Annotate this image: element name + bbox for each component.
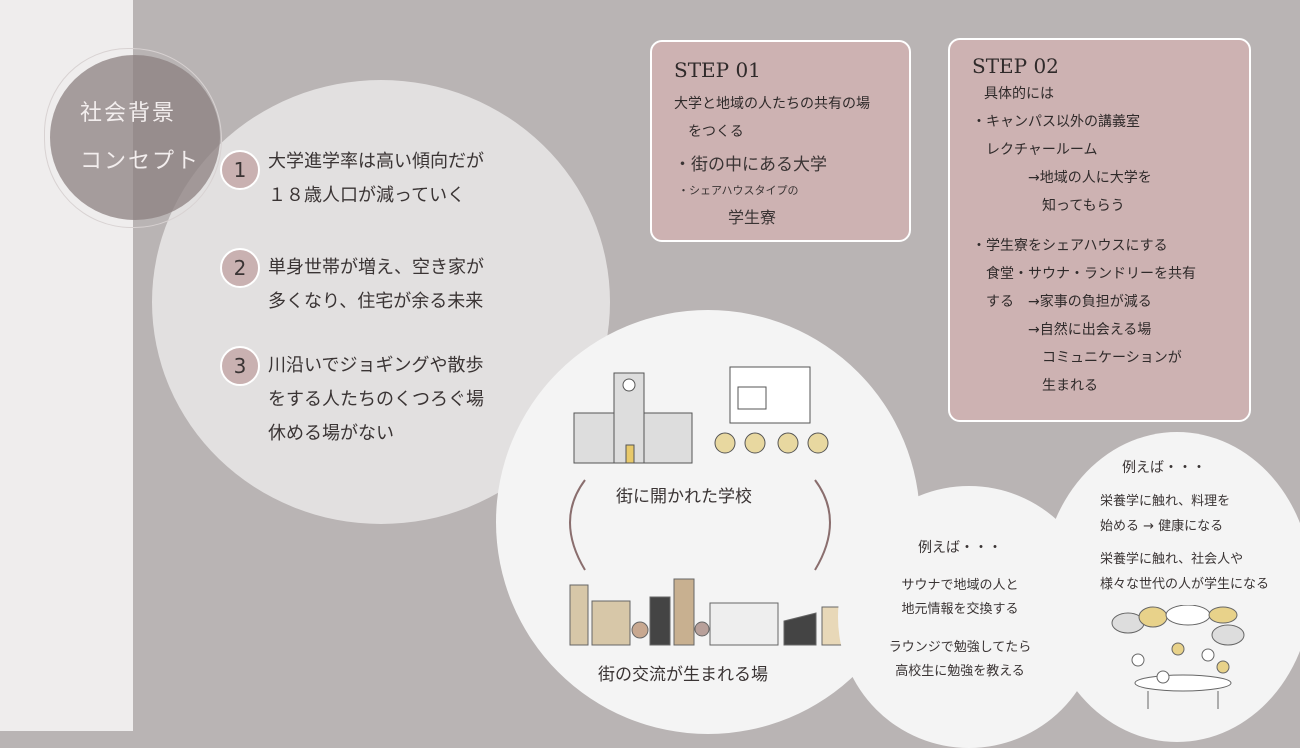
point-line: 川沿いでジョギングや散歩	[268, 355, 484, 376]
title-ring	[44, 48, 222, 228]
point-number: 1	[220, 150, 260, 190]
step01-line: 学生寮	[728, 208, 777, 227]
point-line: 大学進学率は高い傾向だが	[268, 151, 484, 172]
step01-line: ・街の中にある大学	[674, 155, 827, 175]
step01-line: をつくる	[688, 124, 744, 140]
point-number: 2	[220, 248, 260, 288]
step02-line: 食堂・サウナ・ランドリーを共有	[972, 266, 1196, 282]
point-text: 単身世帯が増え、空き家が多くなり、住宅が余る未来	[268, 251, 484, 319]
example2-line: 様々な世代の人が学生になる	[1100, 577, 1270, 592]
step02-line: 生まれる	[972, 378, 1098, 394]
step02-line: →地域の人に大学を	[972, 170, 1152, 186]
arrow-right-icon	[814, 479, 831, 571]
point-line: 休める場がない	[268, 423, 394, 444]
step01-card: STEP 01 大学と地域の人たちの共有の場 をつくる ・街の中にある大学 ・シ…	[650, 40, 911, 242]
center-top-caption: 街に開かれた学校	[616, 487, 752, 507]
step02-line: →自然に出会える場	[972, 322, 1152, 338]
example1-line: 地元情報を交換する	[901, 602, 1019, 617]
point-number: 3	[220, 346, 260, 386]
example2-line: 栄養学に触れ、社会人や	[1100, 552, 1244, 567]
example1: 例えば・・・ サウナで地域の人と 地元情報を交換する ラウンジで勉強してたら 高…	[880, 536, 1040, 684]
step02-line: レクチャールーム	[972, 142, 1098, 158]
point-line: をする人たちのくつろぐ場	[268, 389, 484, 410]
example1-heading: 例えば・・・	[918, 540, 1002, 556]
step02-line: 具体的には	[984, 86, 1054, 102]
point-text: 川沿いでジョギングや散歩をする人たちのくつろぐ場休める場がない	[268, 349, 484, 451]
example1-line: 高校生に勉強を教える	[895, 664, 1025, 679]
point-line: １８歳人口が減っていく	[268, 185, 466, 206]
step02-card: STEP 02 具体的には・キャンパス以外の講義室 レクチャールーム →地域の人…	[948, 38, 1251, 422]
step02-line: する →家事の負担が減る	[972, 294, 1152, 310]
step01-line: ・シェアハウスタイプの	[678, 184, 799, 197]
arrow-left-icon	[569, 479, 586, 571]
people-talking-icon	[1111, 605, 1245, 709]
point-text: 大学進学率は高い傾向だが １８歳人口が減っていく	[268, 145, 484, 213]
center-bottom-caption: 街の交流が生まれる場	[598, 665, 768, 685]
example1-line: ラウンジで勉強してたら	[888, 640, 1032, 655]
title-line2: コンセプト	[80, 149, 201, 174]
step01-line: 大学と地域の人たちの共有の場	[674, 96, 870, 112]
point-line: 多くなり、住宅が余る未来	[268, 291, 484, 312]
step01-title: STEP 01	[674, 58, 761, 82]
step02-line: ・キャンパス以外の講義室	[972, 114, 1140, 130]
step02-title: STEP 02	[972, 54, 1059, 78]
step02-line: ・学生寮をシェアハウスにする	[972, 238, 1168, 254]
example2-line: 栄養学に触れ、料理を	[1100, 494, 1231, 509]
example1-line: サウナで地域の人と	[901, 578, 1019, 593]
point-line: 単身世帯が増え、空き家が	[268, 257, 484, 278]
step02-lines: 具体的には・キャンパス以外の講義室 レクチャールーム →地域の人に大学を 知って…	[972, 80, 1196, 400]
lecture-icon	[714, 366, 829, 454]
town-buildings-icon	[569, 578, 849, 646]
example2: 例えば・・・ 栄養学に触れ、料理を 始める → 健康になる 栄養学に触れ、社会人…	[1100, 456, 1269, 597]
step02-line: 知ってもらう	[972, 198, 1125, 214]
school-building-icon	[573, 372, 693, 464]
title-line1: 社会背景	[80, 101, 177, 126]
center-illustrations	[569, 366, 849, 646]
example2-line: 始める → 健康になる	[1100, 519, 1224, 534]
step02-line: コミュニケーションが	[972, 350, 1182, 366]
example2-heading: 例えば・・・	[1122, 460, 1206, 476]
